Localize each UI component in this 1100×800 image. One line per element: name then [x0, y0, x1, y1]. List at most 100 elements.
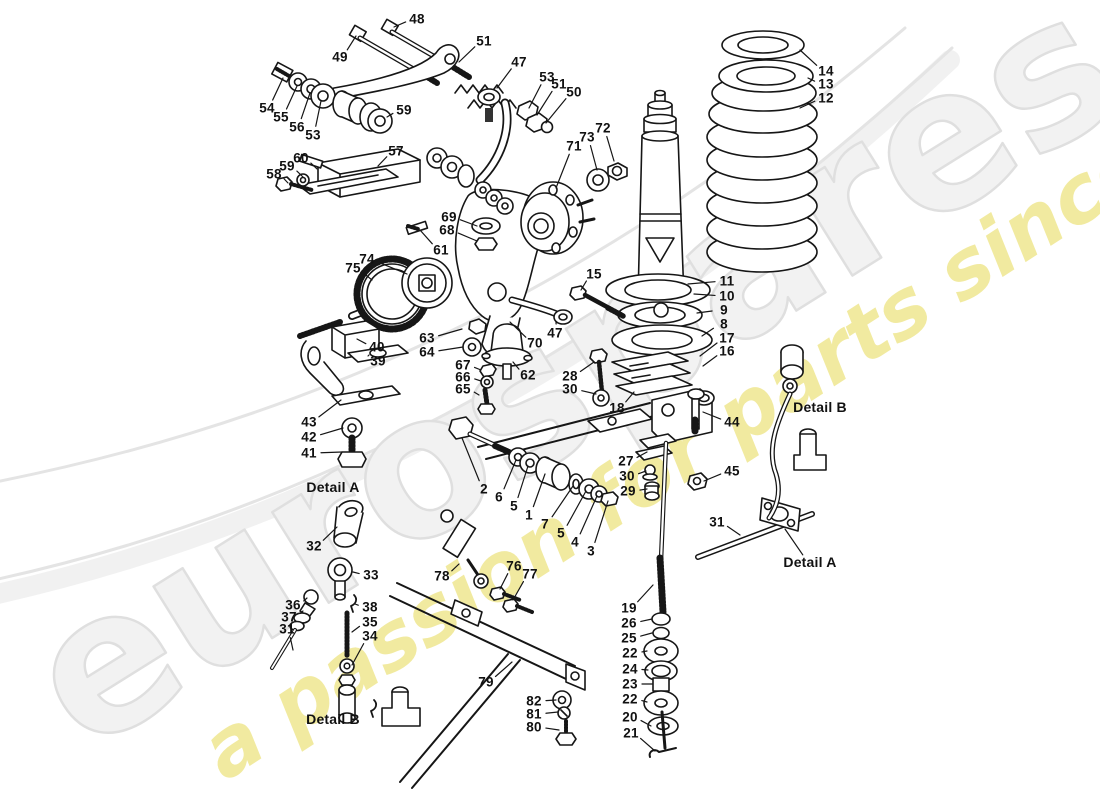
part-callout-15: 15 [586, 266, 602, 282]
part-callout-45: 45 [724, 463, 740, 479]
part-callout-78: 78 [434, 568, 450, 584]
part-callout-60: 60 [293, 150, 309, 166]
part-callout-31: 31 [709, 514, 725, 530]
part-callout-1: 1 [525, 507, 533, 523]
upper-ball-joint-fork [454, 84, 554, 185]
part-callout-29: 29 [620, 483, 636, 499]
bolt-15 [569, 285, 626, 319]
part-callout-47: 47 [547, 325, 563, 341]
tie-rod-detail-parts [270, 499, 421, 727]
part-callout-28: 28 [562, 368, 578, 384]
part-callout-82: 82 [526, 693, 542, 709]
part-callout-30: 30 [619, 468, 635, 484]
part-callout-14: 14 [818, 63, 834, 79]
part-callout-68: 68 [439, 222, 455, 238]
part-callout-43: 43 [301, 414, 317, 430]
part-callout-33: 33 [363, 567, 379, 583]
part-callout-64: 64 [419, 344, 435, 360]
part-callout-27: 27 [618, 453, 634, 469]
part-callout-3: 3 [587, 543, 595, 559]
part-callout-67: 67 [455, 357, 471, 373]
part-callout-51: 51 [551, 76, 567, 92]
reluctor-and-flange [297, 255, 453, 339]
spring-seats [605, 273, 713, 356]
bolt-58 [275, 173, 314, 192]
arm-clevis-droplink [635, 388, 715, 563]
subframe-fasteners [552, 690, 577, 746]
coil-spring [706, 74, 818, 273]
detail-label: Detail A [306, 479, 360, 495]
arb-mount-bracket [300, 320, 409, 468]
part-callout-62: 62 [520, 367, 536, 383]
part-callout-76: 76 [506, 558, 522, 574]
part-callout-80: 80 [526, 719, 542, 735]
part-callout-19: 19 [621, 600, 637, 616]
part-callout-71: 71 [566, 138, 582, 154]
part-callout-49: 49 [332, 49, 348, 65]
part-callout-74: 74 [359, 251, 375, 267]
part-callout-57: 57 [388, 143, 404, 159]
part-callout-47: 47 [511, 54, 527, 70]
part-callout-44: 44 [724, 414, 740, 430]
part-callout-26: 26 [621, 615, 637, 631]
part-callout-72: 72 [595, 120, 611, 136]
part-callout-24: 24 [622, 661, 638, 677]
detail-label: Detail B [306, 711, 360, 727]
lower-ball-joint [462, 318, 533, 415]
part-callout-5: 5 [557, 525, 565, 541]
part-callout-11: 11 [719, 273, 735, 289]
part-callout-4: 4 [571, 534, 579, 550]
part-callout-16: 16 [719, 343, 735, 359]
part-callout-37: 37 [281, 609, 297, 625]
part-callout-81: 81 [526, 706, 542, 722]
part-callout-48: 48 [409, 11, 425, 27]
detail-label: Detail B [793, 399, 847, 415]
part-callout-41: 41 [301, 445, 317, 461]
part-callout-7: 7 [541, 516, 549, 532]
droplink-detail-assembly [766, 344, 827, 521]
part-callout-53: 53 [539, 69, 555, 85]
caliper-bracket [275, 148, 421, 198]
part-callout-42: 42 [301, 429, 317, 445]
part-callout-12: 12 [818, 90, 834, 106]
upper-control-arm [270, 44, 460, 134]
part-callout-32: 32 [306, 538, 322, 554]
part-callout-34: 34 [362, 628, 378, 644]
part-callout-54: 54 [259, 100, 275, 116]
spring-isolator-rings [718, 30, 814, 93]
part-callout-20: 20 [622, 709, 638, 725]
part-callout-31: 31 [279, 621, 295, 637]
part-callout-56: 56 [289, 119, 305, 135]
part-callout-9: 9 [720, 302, 728, 318]
part-callout-63: 63 [419, 330, 435, 346]
part-callout-6: 6 [495, 489, 503, 505]
part-callout-17: 17 [719, 330, 735, 346]
part-callout-79: 79 [478, 674, 494, 690]
part-callout-36: 36 [285, 597, 301, 613]
leader-lines [272, 21, 818, 752]
lower-control-arm [448, 402, 659, 507]
part-callout-59: 59 [279, 158, 295, 174]
part-callout-61: 61 [433, 242, 449, 258]
part-callout-66: 66 [455, 369, 471, 385]
part-callout-70: 70 [527, 335, 543, 351]
part-callout-22: 22 [622, 691, 638, 707]
part-callout-35: 35 [362, 614, 378, 630]
detail-label: Detail A [783, 554, 837, 570]
part-callout-58: 58 [266, 166, 282, 182]
part-callout-18: 18 [609, 400, 625, 416]
subframe-beam [389, 582, 586, 789]
part-callout-73: 73 [579, 129, 595, 145]
part-callout-5: 5 [510, 498, 518, 514]
part-callout-38: 38 [362, 599, 378, 615]
part-callout-21: 21 [623, 725, 639, 741]
part-callout-55: 55 [273, 109, 289, 125]
part-callout-39: 39 [370, 353, 386, 369]
part-callout-77: 77 [522, 566, 538, 582]
part-callout-8: 8 [720, 316, 728, 332]
part-callout-65: 65 [455, 381, 471, 397]
hub-assembly [520, 162, 628, 255]
